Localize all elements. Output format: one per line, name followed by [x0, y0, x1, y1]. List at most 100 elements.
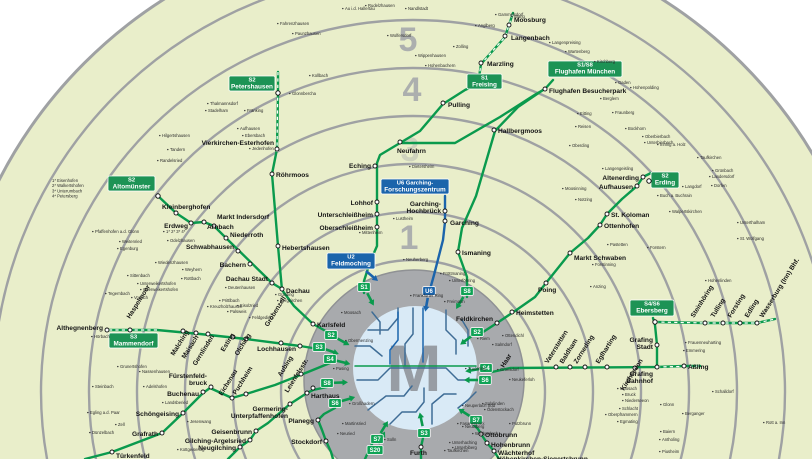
village-label-unterf-hring-452: Unterföhring	[452, 278, 476, 283]
station-dot-eichenau	[229, 395, 235, 401]
village-dot-salmdorf-495	[492, 343, 494, 346]
city-network-line-4	[356, 367, 475, 381]
line-badge-label-s8-467: S8	[463, 289, 471, 295]
village-dot-antholing-662	[659, 438, 661, 441]
line-badge-s2-477	[470, 327, 484, 337]
village-label-jedenhofen-252: Jedenhofen	[252, 146, 275, 151]
zone-number-1: 1	[400, 219, 419, 257]
zone-ring-2	[231, 210, 595, 459]
village-dot-dietersheim-412	[409, 165, 411, 168]
village-dot-reisen-578	[575, 125, 577, 128]
footnote-line-3: 3* Unterumbach	[52, 188, 83, 193]
line-badge-s4-330	[323, 354, 337, 364]
station-label-h-henkirchen-siegertsbrunn: Höhenkirchen-Siegertsbrunn	[497, 456, 588, 459]
village-dot-fr-ttmaning-443	[440, 272, 442, 275]
village-label-obermenzing-348: Obermenzing	[348, 338, 374, 343]
village-label-rottbach-184: Rottbach	[184, 276, 201, 281]
station-dot-althegnenberg	[104, 327, 110, 333]
terminus-dot-erding	[646, 178, 652, 184]
station-dot-forsting	[737, 320, 743, 326]
line-badge-s4-486	[479, 363, 493, 373]
regional-dashes-s4s6-east	[656, 365, 701, 368]
station-dot-geisenbrunn	[253, 428, 259, 434]
village-dot-unterf-hring-452	[449, 279, 451, 282]
badge-arrow-s3-424-head	[417, 412, 424, 419]
station-dot-stockdorf	[323, 438, 329, 444]
line-s6-west	[316, 406, 337, 459]
zone-number-5: 5	[399, 21, 418, 59]
line-badge-label-s20-375: S20	[370, 448, 381, 454]
terminus-box-petershausen	[228, 75, 276, 92]
station-dot-marzling	[478, 60, 484, 66]
village-dot-solln-387	[384, 438, 386, 441]
village-dot-tegernbach-108	[105, 292, 107, 295]
village-label-nassenhausen-142: Nassenhausen	[142, 369, 171, 374]
station-label-geisenbrunn: Geisenbrunn	[211, 429, 252, 436]
terminus-box-line1-u2-feldmoching: U2	[347, 255, 354, 261]
village-dot-waldperlach-475	[472, 432, 474, 435]
station-label-pulling: Pulling	[448, 102, 470, 109]
village-dot-bergkirchen-280	[277, 299, 279, 302]
station-label-harthaus: Harthaus	[311, 393, 340, 400]
village-label-neuperlach-s-d-465: Neuperlach Süd	[465, 403, 496, 408]
station-dot-hohenbrunn	[484, 440, 490, 446]
village-label-solln-387: Solln	[387, 437, 397, 442]
city-network-line-8	[445, 309, 457, 355]
station-dot-schwabhausen	[235, 248, 241, 254]
village-dot-tandern-170	[167, 148, 169, 151]
terminus-box-label-petershausen: Petershausen	[231, 83, 273, 90]
village-label-reisen-578: Reisen	[578, 124, 592, 129]
village-label-bockhorn-628: Bockhorn	[628, 126, 646, 131]
line-badge-s1-364	[357, 282, 371, 292]
city-network-line-5	[367, 385, 413, 411]
village-label-ebersbach-245: Ebersbach	[245, 133, 266, 138]
village-dot-moosach-620	[617, 387, 619, 390]
station-dot-planegg	[315, 417, 321, 423]
station-label-flughafen-besucherpark: Flughafen Besucherpark	[549, 88, 627, 95]
village-label-gr-nbach-715: Grünbach	[715, 168, 734, 173]
village-label-emmering-686: Emmering	[686, 348, 706, 353]
village-label-kollbach-312: Kollbach	[312, 73, 329, 78]
village-dot-oberweikertshofen-143	[140, 288, 142, 291]
village-label-oberweikertshofen-143: Oberweikertshofen	[143, 287, 179, 292]
station-label-garching: Garching	[450, 220, 479, 227]
station-dot-dachau-stadt	[269, 280, 275, 286]
village-label-forstinning-595: Forstinning	[595, 262, 616, 267]
line-badge-s2-331	[324, 330, 338, 340]
station-label-hohenbrunn: Hohenbrunn	[491, 442, 530, 449]
station-label-sch-ngeising: Schöngeising	[136, 411, 179, 418]
station-dot-poing	[543, 280, 549, 286]
village-label-grunertshofen-120: Grunertshofen	[120, 364, 147, 369]
village-label-pfaffenhofen-a-d-glonn-95: Pfaffenhofen a.d. Glonn	[95, 229, 140, 234]
village-dot-langdorf-685	[682, 185, 684, 188]
village-label-dietersheim-412: Dietersheim	[412, 164, 435, 169]
village-dot-rudelzhausen-368	[365, 4, 367, 7]
village-dot-neukeferloh-512	[509, 378, 511, 381]
city-network-line-1	[371, 311, 381, 335]
village-label-landersdorf-712: Landersdorf	[712, 174, 735, 179]
line-badge-label-s3-319: S3	[315, 345, 323, 351]
village-label-frankfurter-ring-413: Frankfurter Ring	[413, 293, 444, 298]
station-dot-olching	[243, 336, 249, 342]
station-dot-garching-hochbr-ck	[442, 208, 448, 214]
village-label-egenburg-120: Egenburg	[120, 246, 139, 251]
station-label-feldkirchen: Feldkirchen	[456, 316, 493, 323]
line-badge-s7-476	[469, 415, 483, 425]
village-dot-1-2-3-4-166	[163, 230, 165, 233]
station-dot-erdweg	[188, 220, 194, 226]
village-dot-h-rbach-94	[91, 335, 93, 338]
station-dot-hallbergmoos	[491, 127, 497, 133]
village-dot-schalldorf-715	[712, 390, 714, 393]
village-label-zolling-456: Zolling	[456, 44, 469, 49]
city-network-line-6	[389, 387, 425, 425]
village-dot-gr-nbach-715	[712, 169, 714, 172]
terminus-box-u6-forschungszentrum	[380, 178, 450, 195]
village-label-martinsried-345: Martinsried	[345, 421, 366, 426]
village-label-st-wolfgang-740: St. Wolfgang	[740, 236, 765, 241]
line-s2-altomuenster	[156, 194, 284, 291]
village-dot-kreuzholzhausen-210	[207, 305, 209, 308]
village-dot-eitting-580	[577, 112, 579, 115]
village-dot-nassenhausen-142	[139, 370, 141, 373]
village-dot-landersdorf-712	[709, 175, 711, 178]
village-dot-pfaffenhofen-a-d-glonn-95	[92, 230, 94, 233]
